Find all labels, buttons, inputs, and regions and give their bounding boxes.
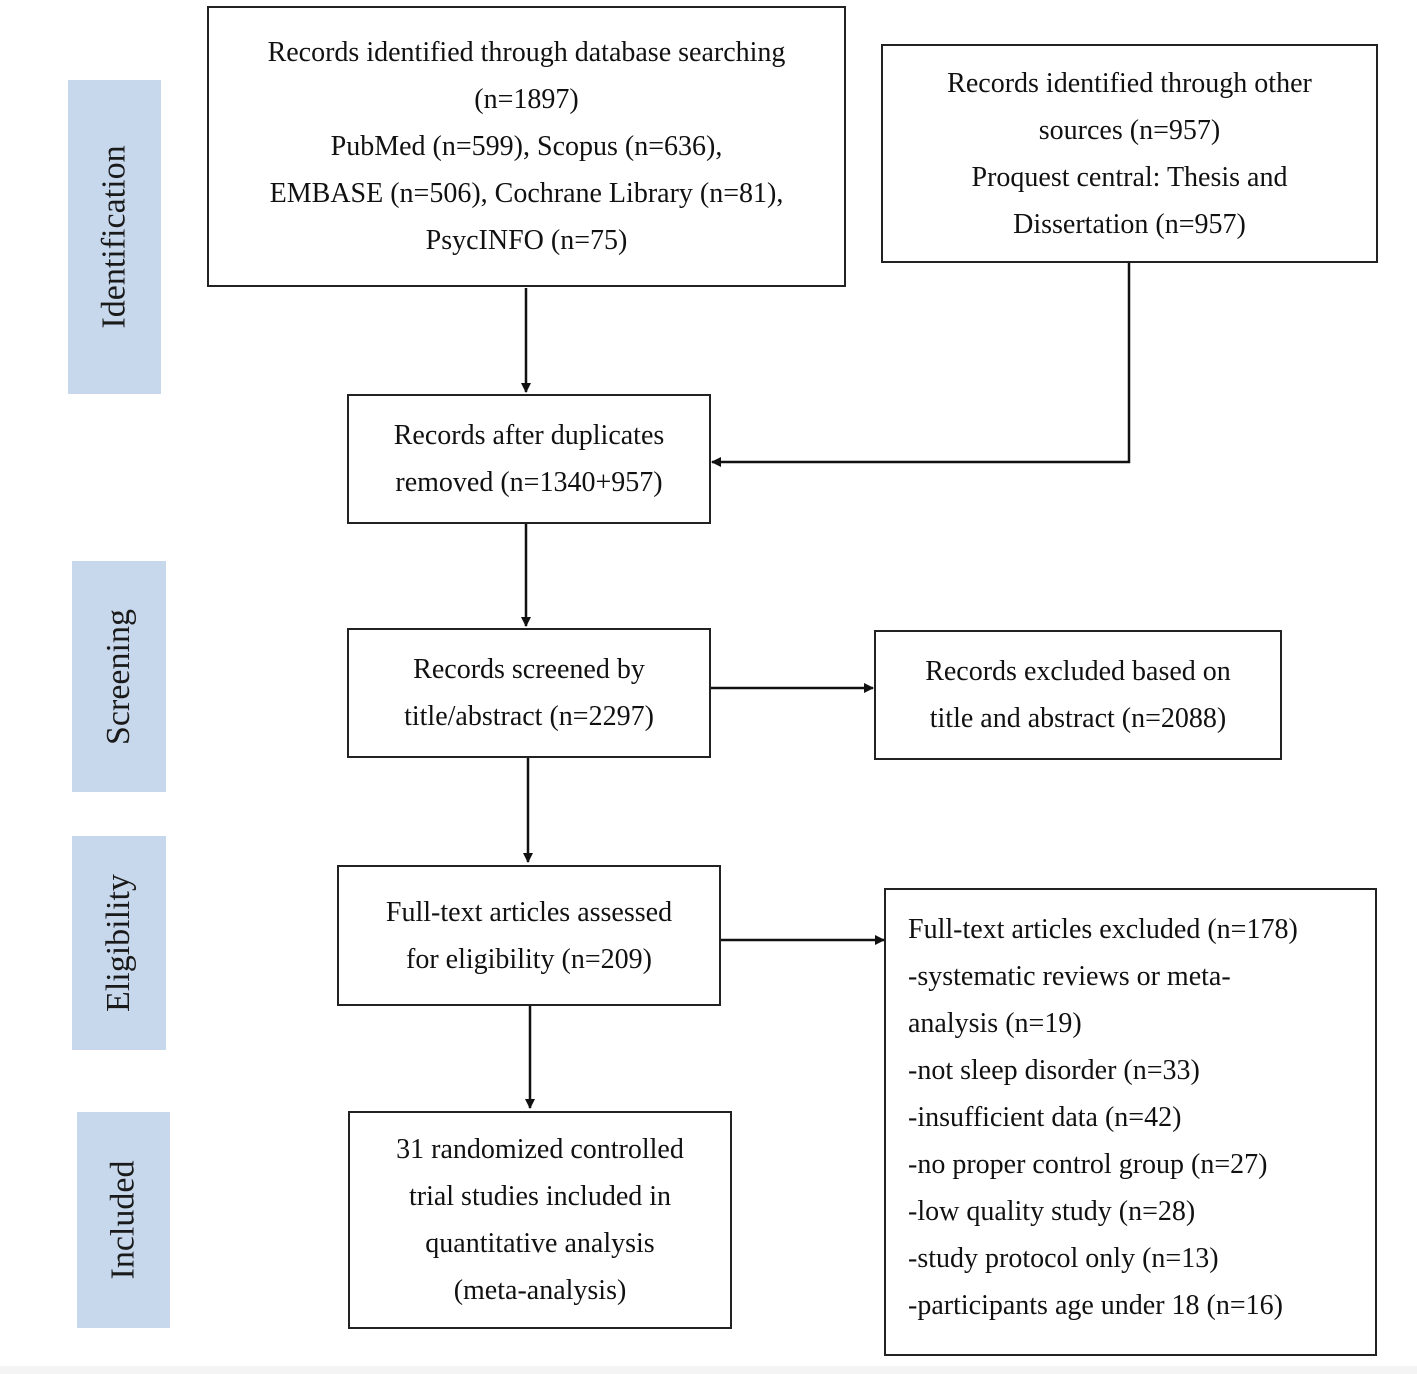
other-sources-box: Records identified through other sources… bbox=[881, 44, 1378, 263]
full-text-excluded-line-2: -systematic reviews or meta- bbox=[908, 961, 1231, 992]
full-text-assessed-line-2: for eligibility (n=209) bbox=[406, 943, 652, 975]
duplicates-removed-line-1: Records after duplicates bbox=[393, 420, 665, 451]
database-search-line-1: Records identified through database sear… bbox=[267, 37, 786, 68]
stage-included: Included bbox=[77, 1112, 170, 1328]
screened-line-1: Records screened by bbox=[413, 654, 645, 685]
stage-eligibility: Eligibility bbox=[72, 836, 166, 1050]
other-sources-line-3: Proquest central: Thesis and bbox=[971, 161, 1288, 193]
other-sources-line-1: Records identified through other bbox=[947, 67, 1312, 99]
included-studies-line-4: (meta-analysis) bbox=[453, 1275, 627, 1306]
stage-screening: Screening bbox=[72, 561, 166, 792]
screened-line-2: title/abstract (n=2297) bbox=[404, 701, 654, 732]
arrow-other-to-duplicates bbox=[711, 262, 1131, 467]
database-search-line-4: EMBASE (n=506), Cochrane Library (n=81), bbox=[269, 178, 784, 209]
included-studies-line-2: trial studies included in bbox=[408, 1181, 672, 1212]
full-text-excluded-line-9: -participants age under 18 (n=16) bbox=[908, 1290, 1283, 1321]
stage-identification: Identification bbox=[68, 80, 161, 394]
full-text-excluded-box: Full-text articles excluded (n=178) -sys… bbox=[884, 888, 1377, 1356]
database-search-line-3: PubMed (n=599), Scopus (n=636), bbox=[330, 131, 723, 162]
full-text-excluded-line-7: -low quality study (n=28) bbox=[908, 1196, 1196, 1227]
included-studies-box: 31 randomized controlled trial studies i… bbox=[348, 1111, 732, 1329]
excluded-title-abstract-line-1: Records excluded based on bbox=[925, 656, 1231, 687]
database-search-box: Records identified through database sear… bbox=[207, 6, 846, 287]
included-studies-line-1: 31 randomized controlled bbox=[396, 1134, 684, 1165]
database-search-line-2: (n=1897) bbox=[474, 84, 579, 115]
full-text-excluded-line-4: -not sleep disorder (n=33) bbox=[908, 1055, 1200, 1086]
excluded-title-abstract-line-2: title and abstract (n=2088) bbox=[929, 703, 1227, 734]
full-text-excluded-line-5: -insufficient data (n=42) bbox=[908, 1102, 1182, 1133]
full-text-excluded-line-8: -study protocol only (n=13) bbox=[908, 1243, 1219, 1274]
full-text-excluded-line-1: Full-text articles excluded (n=178) bbox=[908, 914, 1298, 945]
full-text-excluded-line-6: -no proper control group (n=27) bbox=[908, 1149, 1268, 1180]
full-text-assessed-line-1: Full-text articles assessed bbox=[385, 896, 673, 928]
full-text-excluded-line-3: analysis (n=19) bbox=[908, 1008, 1082, 1039]
excluded-title-abstract-box: Records excluded based on title and abst… bbox=[874, 630, 1282, 760]
full-text-assessed-box: Full-text articles assessed for eligibil… bbox=[337, 865, 721, 1006]
duplicates-removed-box: Records after duplicates removed (n=1340… bbox=[347, 394, 711, 524]
other-sources-line-4: Dissertation (n=957) bbox=[1013, 208, 1246, 240]
screened-box: Records screened by title/abstract (n=22… bbox=[347, 628, 711, 758]
database-search-line-5: PsycINFO (n=75) bbox=[425, 225, 628, 256]
duplicates-removed-line-2: removed (n=1340+957) bbox=[395, 467, 663, 498]
included-studies-line-3: quantitative analysis bbox=[425, 1228, 655, 1259]
other-sources-line-2: sources (n=957) bbox=[1038, 114, 1221, 146]
bottom-margin-band bbox=[0, 1366, 1417, 1374]
